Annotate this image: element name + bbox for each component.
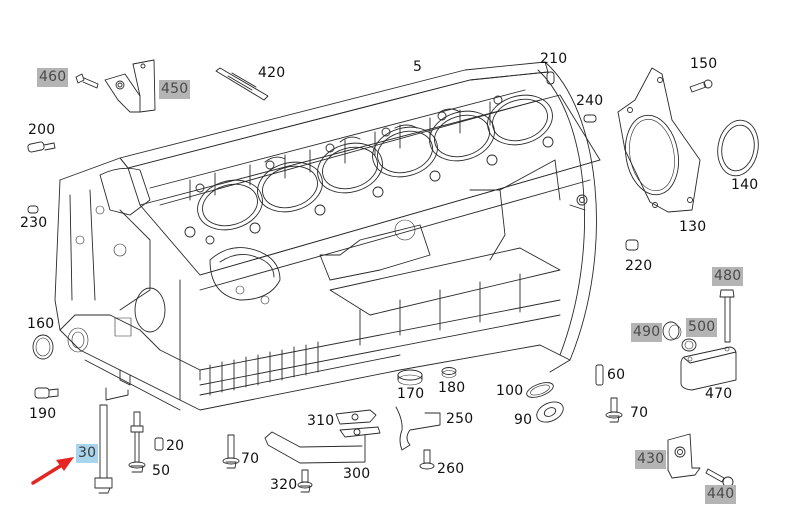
part-100-gasket[interactable] [525, 380, 555, 401]
part-60-sleeve[interactable] [595, 364, 604, 386]
label-part-210[interactable]: 210 [540, 51, 568, 67]
part-500-seal[interactable] [681, 338, 697, 352]
part-300-pipe[interactable] [264, 426, 381, 464]
part-460-bolt[interactable] [75, 73, 99, 89]
label-part-150[interactable]: 150 [690, 56, 718, 72]
label-part-320[interactable]: 320 [270, 477, 298, 493]
label-part-170[interactable]: 170 [397, 386, 425, 402]
part-230-sleeve[interactable] [27, 205, 39, 214]
engine-block[interactable] [54, 61, 601, 411]
part-160-seal[interactable] [32, 334, 54, 360]
part-130-cover[interactable] [617, 67, 701, 213]
label-part-460[interactable]: 460 [37, 68, 69, 87]
label-part-470[interactable]: 470 [705, 386, 733, 402]
label-part-20[interactable]: 20 [166, 438, 185, 454]
label-part-310[interactable]: 310 [307, 413, 335, 429]
part-70-bolt-right[interactable] [605, 397, 623, 423]
label-part-220[interactable]: 220 [625, 258, 653, 274]
label-part-70-left[interactable]: 70 [241, 451, 260, 467]
part-320-bolt[interactable] [297, 469, 313, 493]
label-part-240[interactable]: 240 [576, 93, 604, 109]
part-30-bolt[interactable] [94, 387, 129, 494]
label-part-140[interactable]: 140 [731, 177, 759, 193]
part-450-bracket[interactable] [104, 59, 156, 113]
part-420-stud[interactable] [215, 67, 269, 101]
part-240-dowel[interactable] [583, 114, 597, 123]
part-430-bracket[interactable] [667, 433, 701, 479]
label-part-440[interactable]: 440 [705, 485, 737, 504]
label-part-50[interactable]: 50 [152, 463, 171, 479]
part-20-sleeve[interactable] [154, 437, 164, 451]
part-250-tube[interactable] [395, 406, 441, 451]
label-part-60[interactable]: 60 [607, 367, 626, 383]
part-140-seal[interactable] [713, 117, 762, 179]
label-part-5[interactable]: 5 [413, 59, 423, 75]
part-210-dowel[interactable] [546, 71, 555, 85]
label-part-190[interactable]: 190 [29, 406, 57, 422]
label-part-200[interactable]: 200 [28, 122, 56, 138]
label-part-160[interactable]: 160 [27, 316, 55, 332]
part-480-bolt[interactable] [719, 289, 735, 343]
part-310-gasket[interactable] [335, 409, 377, 425]
label-part-420[interactable]: 420 [258, 65, 286, 81]
part-260-bolt[interactable] [419, 449, 435, 470]
label-part-480[interactable]: 480 [712, 267, 744, 286]
label-part-180[interactable]: 180 [438, 380, 466, 396]
label-part-100[interactable]: 100 [496, 383, 524, 399]
label-part-430[interactable]: 430 [635, 450, 667, 469]
part-190-plug[interactable] [34, 387, 59, 399]
label-part-30-selected[interactable]: 30 [76, 444, 99, 463]
label-part-230[interactable]: 230 [20, 215, 48, 231]
part-470-damper[interactable] [680, 346, 737, 391]
label-part-90[interactable]: 90 [514, 412, 533, 428]
part-90-flange[interactable] [534, 398, 567, 426]
label-part-450[interactable]: 450 [159, 80, 191, 99]
label-part-70-right[interactable]: 70 [630, 405, 649, 421]
label-part-490[interactable]: 490 [631, 323, 663, 342]
part-70-bolt-left[interactable] [222, 434, 240, 469]
label-part-250[interactable]: 250 [446, 411, 474, 427]
part-170-cap[interactable] [397, 369, 423, 386]
part-150-bolt[interactable] [689, 79, 713, 93]
label-part-300[interactable]: 300 [343, 466, 371, 482]
label-part-260[interactable]: 260 [437, 461, 465, 477]
label-part-500[interactable]: 500 [686, 318, 718, 337]
part-200-pin[interactable] [27, 141, 56, 153]
part-50-bolt[interactable] [128, 411, 146, 473]
part-180-cap[interactable] [441, 367, 457, 378]
part-220-dowel[interactable] [625, 239, 639, 251]
part-490-plug[interactable] [662, 321, 682, 341]
label-part-130[interactable]: 130 [679, 219, 707, 235]
